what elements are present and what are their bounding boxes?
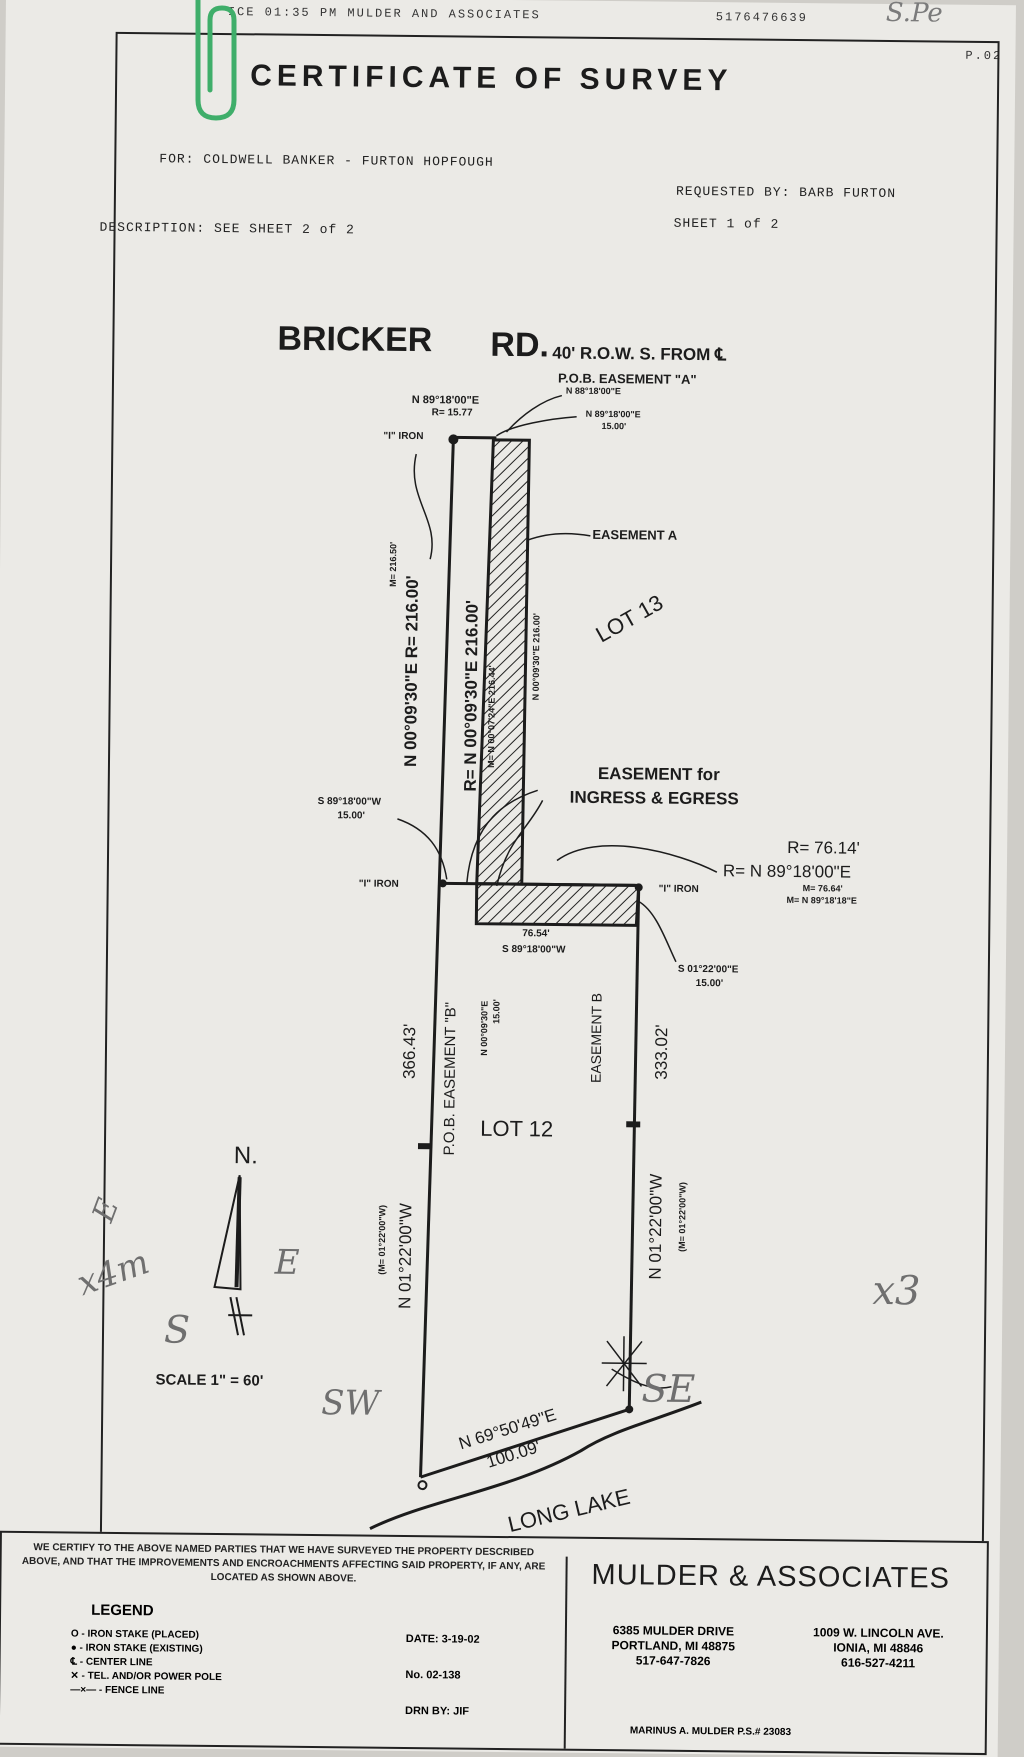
north-arrow-icon — [214, 1175, 254, 1335]
easement-a-label: EASEMENT A — [592, 527, 678, 543]
handwritten-e-2: E — [274, 1243, 300, 1283]
office-address-portland: 6385 MULDER DRIVE PORTLAND, MI 48875 517… — [586, 1623, 761, 1670]
record-bearing-east: R= N 89°18'00"E — [723, 861, 851, 881]
survey-plat-drawing: BRICKER RD. 40' R.O.W. S. FROM ℄ P.O.B. … — [0, 0, 1016, 1545]
lake-name: LONG LAKE — [505, 1484, 632, 1537]
title-block: WE CERTIFY TO THE ABOVE NAMED PARTIES TH… — [0, 1531, 989, 1755]
easement-b-label: EASEMENT B — [588, 993, 605, 1083]
office2-phone: 616-527-4211 — [791, 1655, 966, 1672]
easement-b-length: 76.54' — [522, 928, 550, 939]
measured-bearing-east: M= N 89°18'18"E — [787, 895, 857, 906]
paper-clip-icon — [0, 0, 1024, 140]
west-measured-distance: M= 216.50' — [388, 542, 398, 587]
measured-distance-76: M= 76.64' — [803, 883, 843, 893]
east-boundary-line — [629, 885, 638, 1409]
west-lower-bearing: N 01°22'00"W — [395, 1203, 415, 1309]
east-lower-bearing: N 01°22'00"W — [646, 1174, 666, 1280]
pob-easement-a-bearing: N 88°18'00"E — [566, 386, 621, 397]
south-bearing-east: S 01°22'00"E — [678, 964, 739, 976]
mid-measured-bearing: M= N 00°07'24"E 216.44' — [486, 665, 497, 768]
handwritten-e-1: E — [86, 1194, 127, 1228]
legend-list: O - IRON STAKE (PLACED) ● - IRON STAKE (… — [70, 1627, 222, 1699]
firm-name: MULDER & ASSOCIATES — [591, 1559, 950, 1596]
road-suffix: RD. — [490, 326, 549, 365]
pob-easement-b-bearing: N 00°09'30"E — [479, 1001, 490, 1056]
handwritten-x4m: x4m — [72, 1242, 154, 1304]
handwritten-x3: x3 — [872, 1268, 920, 1315]
job-number: No. 02-138 — [405, 1669, 460, 1682]
road-row-note: 40' R.O.W. S. FROM ℄ — [552, 343, 727, 364]
road-name: BRICKER — [277, 320, 432, 360]
survey-date: DATE: 3-19-02 — [406, 1633, 480, 1646]
office1-city: PORTLAND, MI 48875 — [586, 1638, 761, 1655]
pob-easement-a: P.O.B. EASEMENT "A" — [558, 371, 697, 387]
iron-e-label: "I" IRON — [659, 884, 699, 895]
west-boundary-line — [421, 437, 454, 1477]
south-bearing-a-distance: 15.00' — [337, 810, 365, 821]
south-bearing-a: S 89°18'00"W — [318, 796, 382, 808]
west-line-length: 366.43' — [400, 1024, 420, 1079]
iron-nw-label: "I" IRON — [383, 431, 423, 442]
east-line-length: 333.02' — [652, 1024, 672, 1079]
lot-13-label: LOT 13 — [591, 590, 667, 648]
south-bearing-east-distance: 15.00' — [696, 978, 724, 989]
top-bearing-1: N 89°18'00"E — [412, 394, 479, 407]
handwritten-se: SE — [641, 1366, 695, 1411]
easement-ingress-label-1: EASEMENT for — [598, 764, 720, 784]
west-record-bearing: N 00°09'30"E R= 216.00' — [401, 575, 422, 767]
easement-a-hatch — [477, 440, 530, 884]
easement-b-hatch — [476, 884, 638, 926]
certification-statement: WE CERTIFY TO THE ABOVE NAMED PARTIES TH… — [13, 1541, 553, 1589]
surveyor-signature-line: MARINUS A. MULDER P.S.# 23083 — [630, 1725, 791, 1738]
top-bearing-2: N 89°18'00"E — [586, 409, 641, 420]
lot-12-label: LOT 12 — [480, 1116, 553, 1142]
iron-w-label: "I" IRON — [359, 878, 399, 889]
scale-note: SCALE 1" = 60' — [155, 1371, 263, 1389]
handwritten-sw: SW — [321, 1383, 383, 1424]
pob-easement-b-distance: 15.00' — [491, 999, 501, 1024]
east-easement-bearing: N 00°09'30"E 216.00' — [531, 613, 542, 700]
drawn-by: DRN BY: JIF — [405, 1705, 469, 1718]
legend-item: ―×― - FENCE LINE — [70, 1683, 221, 1699]
office1-phone: 517-647-7826 — [586, 1653, 761, 1670]
easement-b-bearing: S 89°18'00"W — [502, 944, 566, 956]
office-address-ionia: 1009 W. LINCOLN AVE. IONIA, MI 48846 616… — [791, 1625, 966, 1672]
office2-street: 1009 W. LINCOLN AVE. — [791, 1625, 966, 1642]
north-arrow-label: N. — [234, 1142, 258, 1169]
west-lower-measured: (M= 01°22'00"W) — [377, 1205, 388, 1275]
title-block-divider — [564, 1557, 568, 1749]
handwritten-s: S — [164, 1307, 191, 1351]
top-bearing-2-distance: 15.00' — [601, 421, 626, 431]
legend-title: LEGEND — [91, 1602, 154, 1620]
easement-ingress-label-2: INGRESS & EGRESS — [570, 788, 739, 809]
top-bearing-1-distance: R= 15.77 — [432, 407, 473, 418]
record-distance-76: R= 76.14' — [787, 838, 860, 858]
east-lower-measured: (M= 01°22'00"W) — [677, 1182, 688, 1252]
mid-record-bearing: R= N 00°09'30"E 216.00' — [461, 600, 482, 792]
pob-easement-b: P.O.B. EASEMENT "B" — [441, 1002, 460, 1156]
